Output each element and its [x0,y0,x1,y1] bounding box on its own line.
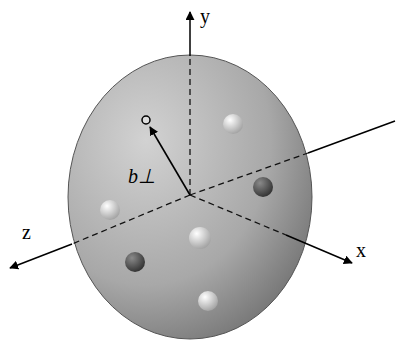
axis-label: z [22,222,31,242]
vector-label: b⊥ [128,166,155,186]
axis-label: x [356,240,366,260]
axis-label: y [200,6,210,26]
